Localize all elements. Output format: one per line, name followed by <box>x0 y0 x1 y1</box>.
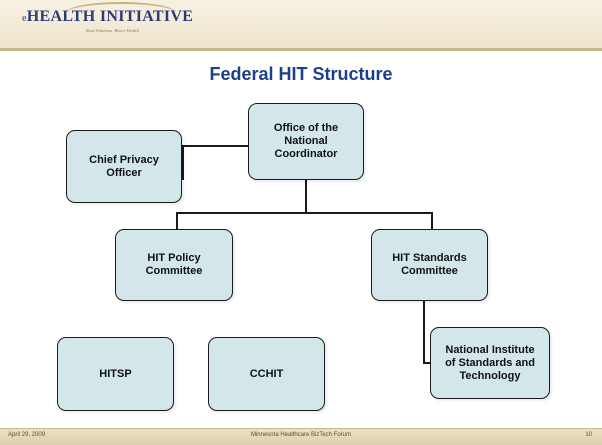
header-divider <box>0 48 602 51</box>
connector-hsc-to-nist-horizontal <box>423 362 431 364</box>
connector-hsc-to-nist-vertical <box>423 301 425 363</box>
slide-title: Federal HIT Structure <box>209 64 393 84</box>
logo-name: HEALTH INITIATIVE <box>26 8 194 25</box>
footer-event: Minnesota Healthcare BizTech Forum <box>250 432 352 438</box>
node-label: Chief Privacy Officer <box>89 153 159 179</box>
node-label: National Institute of Standards and Tech… <box>445 343 535 382</box>
node-label: HIT Standards Committee <box>392 252 467 277</box>
ehealth-initiative-logo: eHEALTH INITIATIVE Real Solutions. Bette… <box>22 2 222 44</box>
node-hit-policy-committee: HIT Policy Committee <box>115 229 233 301</box>
footer-date: April 29, 2009 <box>8 432 46 438</box>
logo-tagline: Real Solutions. Better Health <box>86 28 139 33</box>
node-cchit: CCHIT <box>208 337 325 411</box>
node-hitsp: HITSP <box>57 337 174 411</box>
connector-onc-down <box>305 180 307 213</box>
node-label: HIT Policy Committee <box>145 252 203 277</box>
node-chief-privacy-officer: Chief Privacy Officer <box>66 130 182 203</box>
connector-to-standards-committee <box>431 212 433 229</box>
logo-wordmark: eHEALTH INITIATIVE <box>22 8 193 26</box>
node-office-national-coordinator: Office of the National Coordinator <box>248 103 364 180</box>
connector-onc-to-cpo-horizontal <box>182 145 249 147</box>
node-nist: National Institute of Standards and Tech… <box>430 327 550 399</box>
node-hit-standards-committee: HIT Standards Committee <box>371 229 488 301</box>
node-label: CCHIT <box>249 367 284 380</box>
node-label: Office of the National Coordinator <box>273 122 339 160</box>
logo-prefix: e <box>22 13 27 24</box>
connector-committees-bar <box>176 212 432 214</box>
slide-footer: April 29, 2009 Minnesota Healthcare BizT… <box>0 428 602 445</box>
node-label: HITSP <box>99 367 132 380</box>
connector-to-policy-committee <box>176 212 178 229</box>
connector-onc-to-cpo-vertical <box>182 145 184 180</box>
logo-swoosh-icon <box>66 2 176 24</box>
footer-page-number: 10 <box>585 432 592 438</box>
